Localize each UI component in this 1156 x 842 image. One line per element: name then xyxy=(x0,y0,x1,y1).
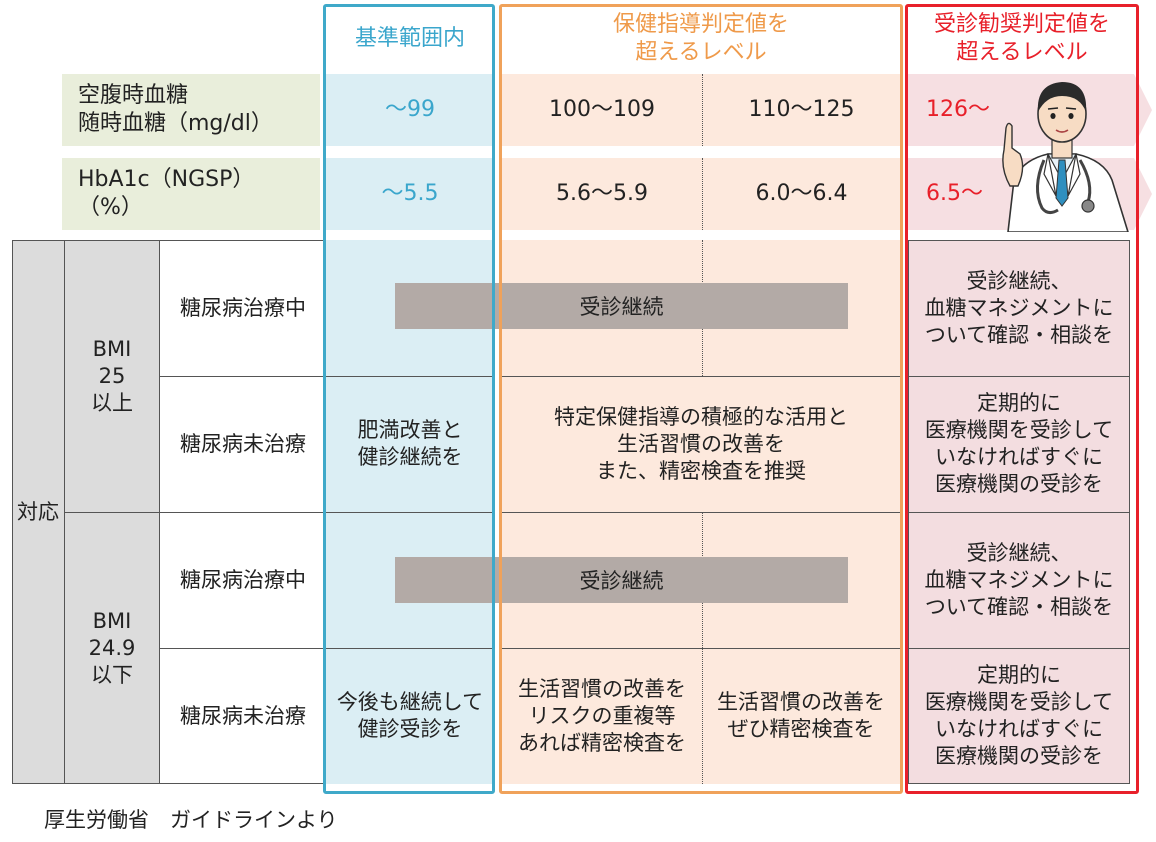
divider xyxy=(326,376,494,377)
bmi25-untreated-normal-advice: 肥満改善と 健診継続を xyxy=(357,418,463,469)
status-treated: 糖尿病治療中 xyxy=(180,295,306,320)
hba1c-referral-value: 6.5～ xyxy=(926,181,983,206)
divider xyxy=(908,512,1130,513)
criteria-label-glucose: 空腹時血糖 随時血糖（mg/dl） xyxy=(62,74,320,146)
criteria-label-text: 空腹時血糖 随時血糖（mg/dl） xyxy=(78,83,273,136)
divider xyxy=(908,376,1130,377)
divider xyxy=(502,648,900,649)
status-untreated: 糖尿病未治療 xyxy=(160,376,326,512)
bmi24-untreated-referral-advice: 定期的に 医療機関を受診して いなければすぐに 医療機関の受診を xyxy=(924,663,1114,768)
hba1c-guidance-high-value: 6.0～6.4 xyxy=(702,158,900,230)
glucose-referral-value: 126～ xyxy=(926,97,990,122)
status-treated: 糖尿病治療中 xyxy=(160,512,326,648)
glucose-normal-value: ～99 xyxy=(326,74,494,146)
status-untreated: 糖尿病未治療 xyxy=(160,648,326,784)
doctor-illustration xyxy=(1002,82,1129,232)
hba1c-normal-value: ～5.5 xyxy=(326,158,494,230)
criteria-label-text: HbA1c（NGSP） （%） xyxy=(78,167,255,220)
criteria-label-hba1c: HbA1c（NGSP） （%） xyxy=(62,158,320,230)
header-guidance: 保健指導判定値を 超えるレベル xyxy=(612,12,789,65)
divider xyxy=(326,512,494,513)
response-label: 対応 xyxy=(17,499,59,524)
header-normal: 基準範囲内 xyxy=(354,26,465,51)
divider xyxy=(502,512,900,513)
divider xyxy=(64,512,160,513)
header-referral: 受診勧奨判定値を 超えるレベル xyxy=(933,12,1110,65)
guidance-column-outline xyxy=(499,4,903,794)
bmi24-untreated-normal-advice: 今後も継続して 健診受診を xyxy=(336,690,484,741)
continue-visit-bar: 受診継続 xyxy=(395,283,848,329)
divider xyxy=(326,648,494,649)
bmi24-treated-referral-advice: 受診継続、 血糖マネジメントに ついて確認・相談を xyxy=(924,540,1114,619)
glucose-guidance-low-value: 100～109 xyxy=(502,74,702,146)
bmi24-untreated-guidance-high-advice: 生活習慣の改善を ぜひ精密検査を xyxy=(717,690,885,741)
status-column xyxy=(160,240,326,784)
continue-visit-bar: 受診継続 xyxy=(395,557,848,603)
bmi-over-25-label: BMI 25 以上 xyxy=(91,336,133,415)
bmi25-untreated-guidance-advice: 特定保健指導の積極的な活用と 生活習慣の改善を また、精密検査を推奨 xyxy=(554,404,848,483)
referral-column-outline xyxy=(905,4,1139,794)
source-note: 厚生労働省 ガイドラインより xyxy=(44,808,338,832)
bmi25-untreated-referral-advice: 定期的に 医療機関を受診して いなければすぐに 医療機関の受診を xyxy=(924,391,1114,496)
bmi25-treated-referral-advice: 受診継続、 血糖マネジメントに ついて確認・相談を xyxy=(924,268,1114,347)
divider xyxy=(908,648,1130,649)
hba1c-guidance-low-value: 5.6～5.9 xyxy=(502,158,702,230)
normal-column-outline xyxy=(323,4,495,794)
bmi-under-25-label: BMI 24.9 以下 xyxy=(88,608,136,687)
divider xyxy=(502,376,900,377)
glucose-guidance-high-value: 110～125 xyxy=(702,74,900,146)
bmi24-untreated-guidance-low-advice: 生活習慣の改善を リスクの重複等 あれば精密検査を xyxy=(518,676,686,755)
